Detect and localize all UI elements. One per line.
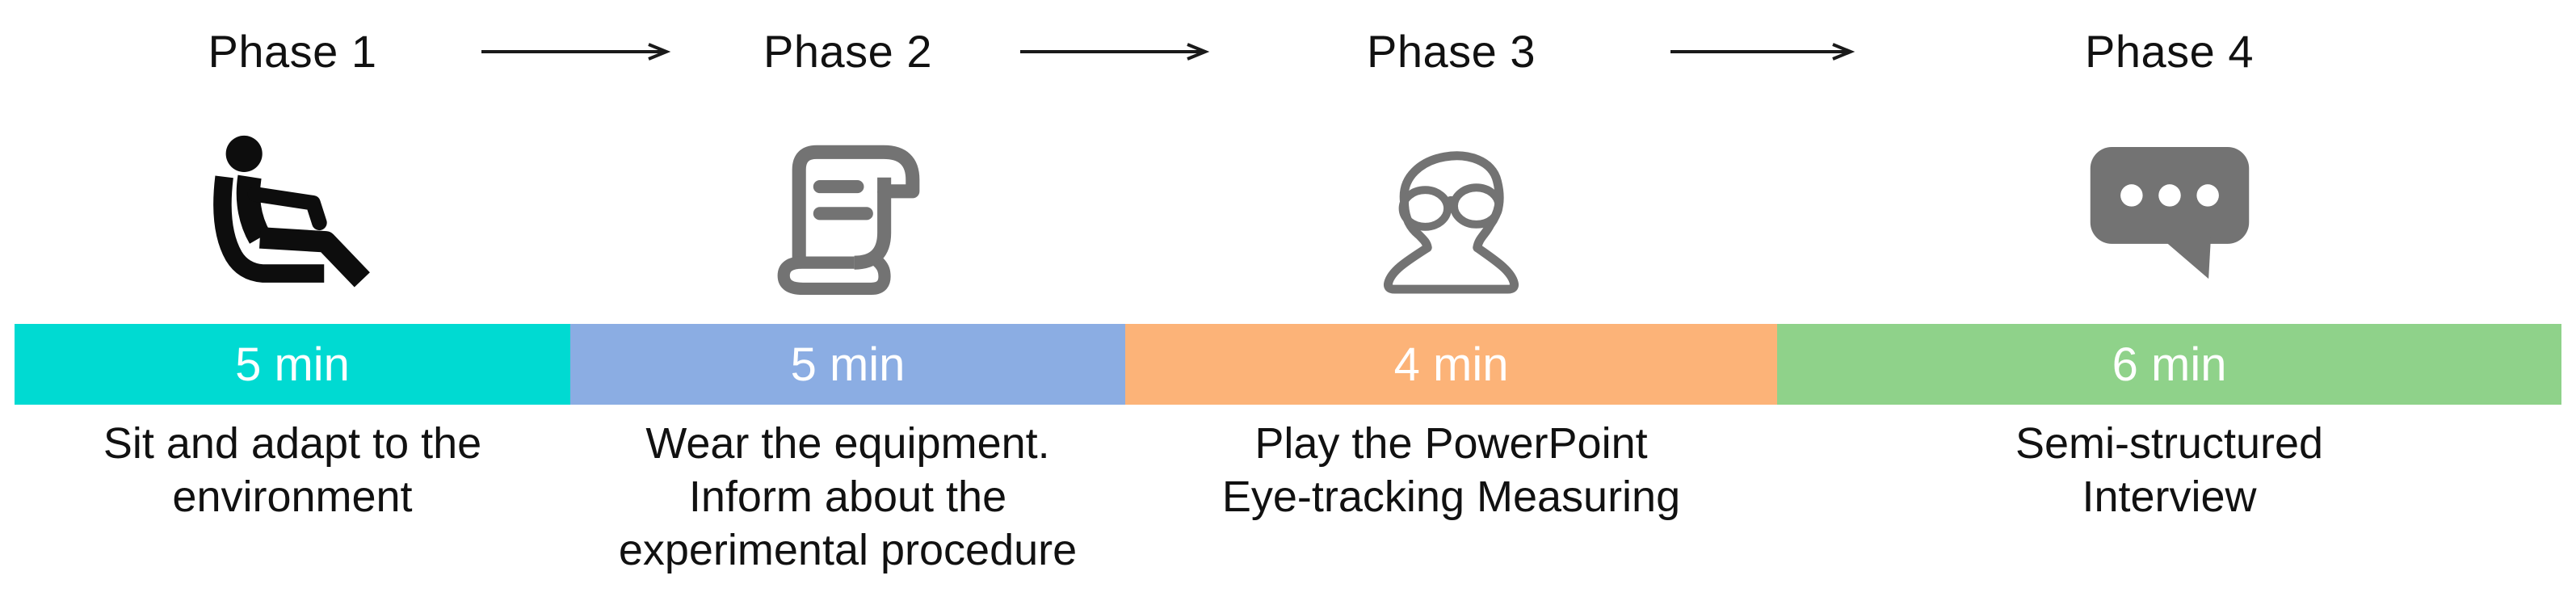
phase-3-icon-slot xyxy=(1125,120,1777,296)
phase-2-duration-bar: 5 min xyxy=(569,324,1126,405)
phase-3-duration-bar: 4 min xyxy=(1125,324,1778,405)
phase-3-duration: 4 min xyxy=(1393,338,1509,391)
description-line: experimental procedure xyxy=(618,526,1078,574)
phase-1-duration: 5 min xyxy=(235,338,350,391)
description-line: Eye-tracking Measuring xyxy=(1221,473,1681,521)
arrow-right-icon xyxy=(1669,41,1855,62)
timeline-bars: 5 min 5 min 4 min 6 min xyxy=(15,324,2561,405)
phase-4-duration-bar: 6 min xyxy=(1777,324,2561,405)
phase-4-icon-slot xyxy=(1777,120,2561,296)
phase-2-icon-slot xyxy=(570,120,1125,296)
phase-1-description: Sit and adapt to the environment xyxy=(15,417,570,523)
description-line: Semi-structured xyxy=(2015,419,2324,468)
phase-2-description: Wear the equipment. Inform about the exp… xyxy=(570,417,1125,577)
description-line: environment xyxy=(172,473,413,521)
description-line: Wear the equipment. xyxy=(645,419,1050,468)
phase-2-label: Phase 2 xyxy=(763,26,932,77)
phase-3-label: Phase 3 xyxy=(1367,26,1536,77)
phase-4-description: Semi-structured Interview xyxy=(1777,417,2561,523)
phase-3-description: Play the PowerPoint Eye-tracking Measuri… xyxy=(1125,417,1777,523)
arrow-right-icon xyxy=(480,41,671,62)
phase-4-label: Phase 4 xyxy=(2085,26,2254,77)
scroll-icon xyxy=(769,142,927,296)
description-line: Inform about the xyxy=(688,473,1007,521)
description-line: Interview xyxy=(2082,473,2257,521)
arrow-right-icon xyxy=(1019,41,1210,62)
phase-1-label: Phase 1 xyxy=(208,26,377,77)
phase-1-duration-bar: 5 min xyxy=(15,324,570,405)
description-line: Sit and adapt to the xyxy=(103,419,482,468)
speech-bubble-icon xyxy=(2089,147,2250,282)
head-with-glasses-icon xyxy=(1368,124,1534,296)
phase-1-icon-slot xyxy=(15,120,570,296)
phase-4-duration: 6 min xyxy=(2112,338,2227,391)
description-line: Play the PowerPoint xyxy=(1254,419,1648,468)
seated-person-icon xyxy=(210,129,376,296)
phase-2-duration: 5 min xyxy=(790,338,906,391)
